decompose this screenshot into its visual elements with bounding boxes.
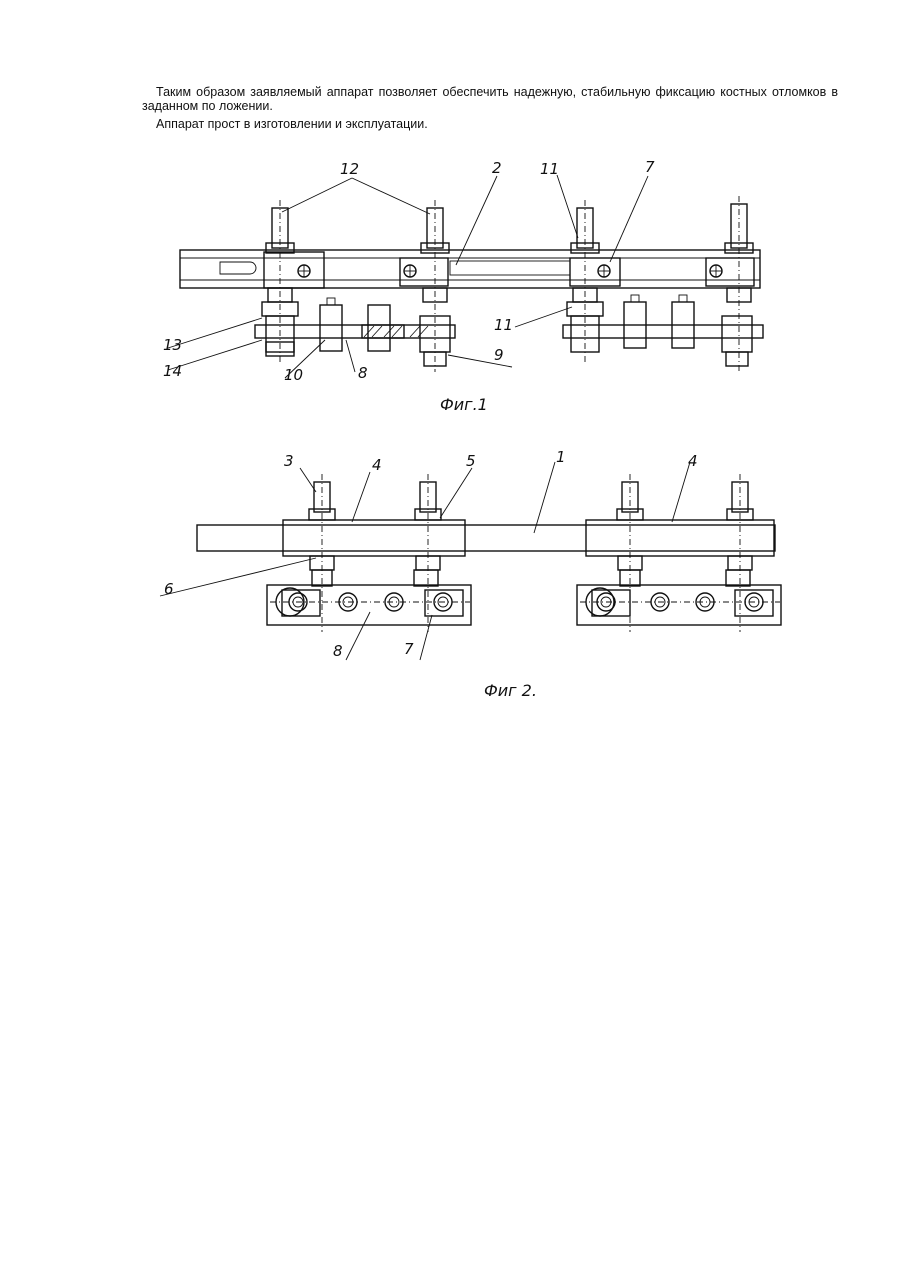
plate-right [563,325,763,338]
label-14: 14 [163,362,182,380]
main-bar-1 [197,525,775,551]
label-7-fig2: 7 [404,640,414,658]
label-2: 2 [492,159,502,177]
label-8-fig2: 8 [333,642,343,660]
figure-2-caption: Фиг 2. [484,681,537,700]
rod-assembly-1 [262,208,324,356]
label-12: 12 [340,160,359,178]
rod-assembly-4 [706,204,754,366]
label-5: 5 [466,452,476,470]
slot-middle [450,261,570,275]
figure-2: 3 4 5 1 4 6 8 7 Фиг 2. [160,448,781,700]
label-8: 8 [358,364,368,382]
label-10: 10 [284,366,303,384]
label-7: 7 [645,158,655,176]
slot [220,262,256,274]
label-1: 1 [556,448,566,466]
label-9: 9 [494,346,504,364]
label-3: 3 [284,452,294,470]
plate-left [255,325,455,338]
label-11-bottom: 11 [494,316,513,334]
figure-1: 12 2 11 7 13 14 10 8 9 11 Фиг.1 [163,158,763,414]
figure-1-caption: Фиг.1 [440,395,488,414]
label-6: 6 [164,580,174,598]
rod-assembly-2 [400,208,450,366]
label-4-right: 4 [688,452,698,470]
label-13: 13 [163,336,182,354]
label-11-top: 11 [540,160,559,178]
label-4-left: 4 [372,456,382,474]
channel-bar-2 [180,250,760,288]
